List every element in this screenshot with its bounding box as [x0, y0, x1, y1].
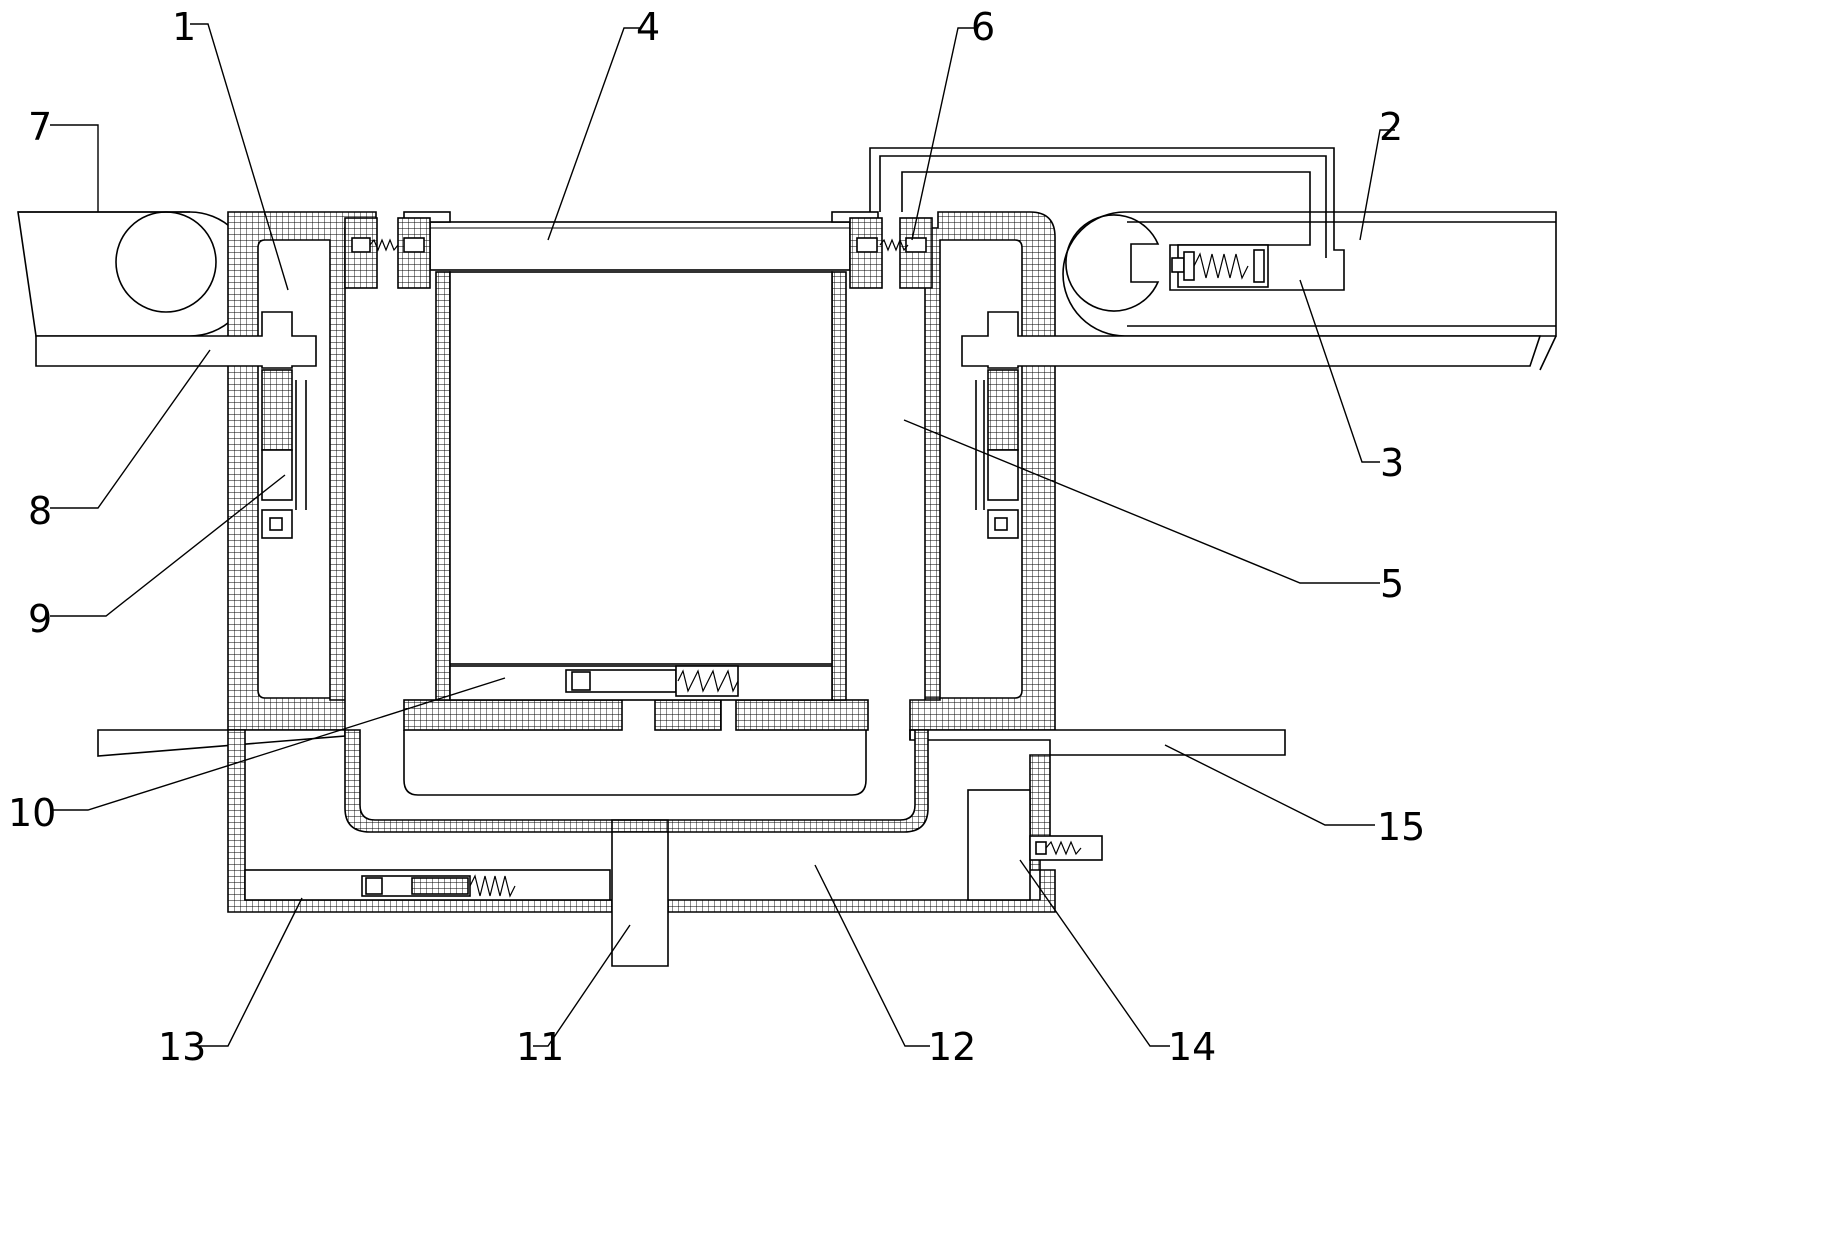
label-8: 8 — [28, 489, 52, 533]
label-6: 6 — [971, 5, 995, 49]
diagram-canvas: 1 2 3 4 5 6 7 8 9 10 11 12 13 14 15 — [8, 5, 1557, 1069]
lower-bolt-13 — [244, 869, 611, 901]
label-11: 11 — [516, 1025, 564, 1069]
label-3: 3 — [1380, 441, 1404, 485]
part-labels: 1 2 3 4 5 6 7 8 9 10 11 12 13 14 15 — [8, 5, 1425, 1069]
label-10: 10 — [8, 791, 56, 835]
technical-drawing: 1 2 3 4 5 6 7 8 9 10 11 12 13 14 15 — [8, 5, 1557, 1069]
left-arm-7 — [17, 211, 253, 337]
label-9: 9 — [28, 597, 52, 641]
label-5: 5 — [1380, 562, 1404, 606]
hinge-blocks-6 — [344, 217, 933, 289]
label-12: 12 — [928, 1025, 976, 1069]
bottom-bolt-10 — [449, 665, 833, 701]
label-13: 13 — [158, 1025, 206, 1069]
drain-11 — [611, 819, 669, 967]
leader-lines — [50, 23, 1395, 1047]
slide-locks-9 — [261, 369, 1019, 539]
right-arm-2 — [1062, 211, 1557, 371]
upper-conduit — [869, 147, 1345, 291]
valve-14 — [967, 789, 1103, 901]
inner-container-5 — [435, 271, 847, 701]
latch-3 — [1171, 244, 1269, 288]
label-14: 14 — [1168, 1025, 1216, 1069]
label-15: 15 — [1377, 805, 1425, 849]
side-bars-8 — [35, 311, 1542, 369]
label-2: 2 — [1379, 105, 1403, 149]
outer-housing-1 — [227, 211, 1056, 731]
top-lid-4 — [403, 211, 879, 271]
label-1: 1 — [172, 5, 196, 49]
label-4: 4 — [636, 5, 660, 49]
label-7: 7 — [28, 105, 52, 149]
